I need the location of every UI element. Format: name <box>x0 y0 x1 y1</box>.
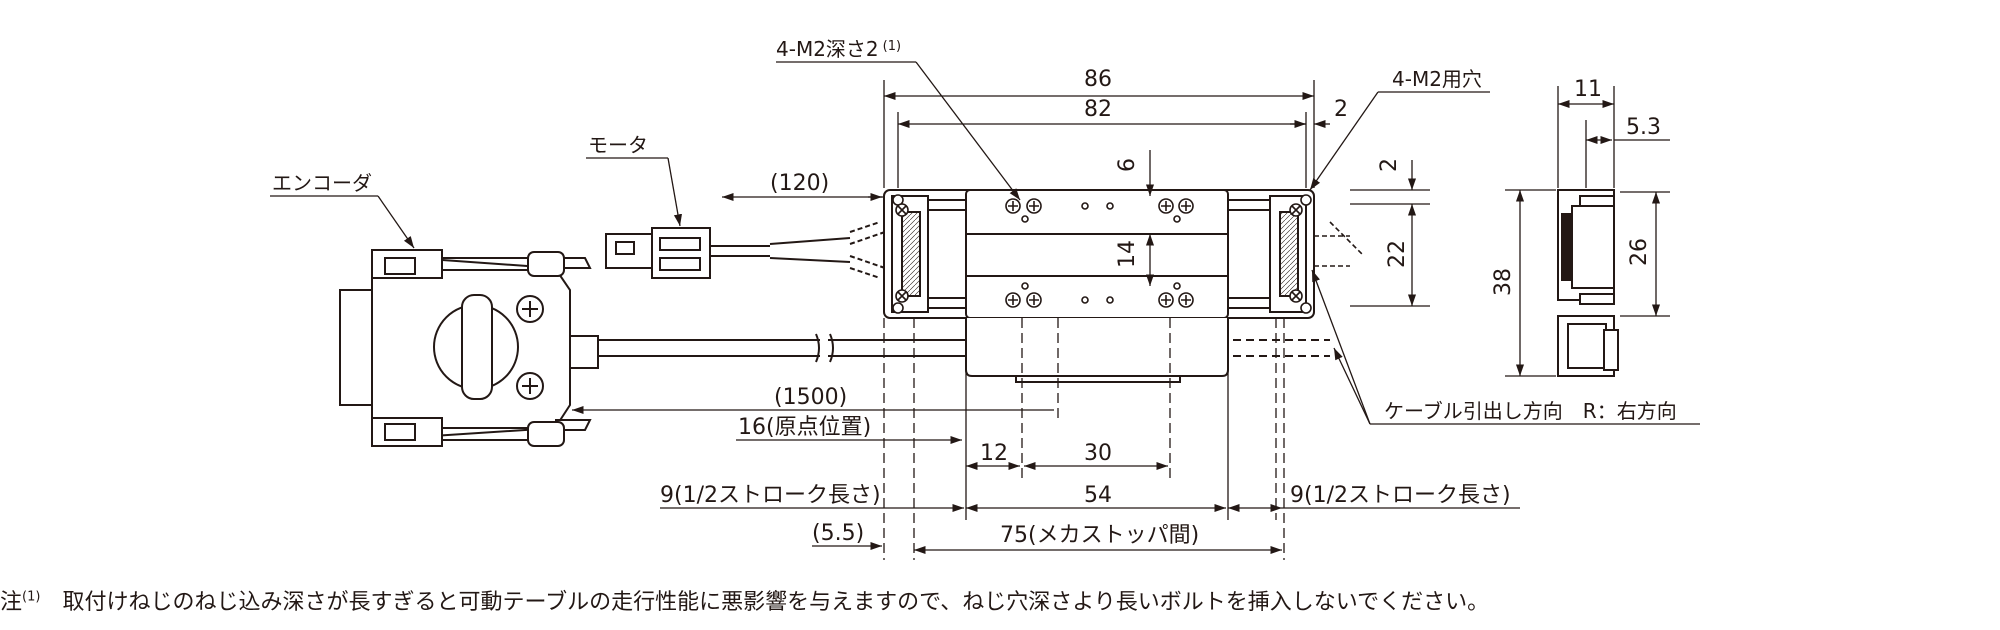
dim-2-top: 2 <box>1334 97 1348 122</box>
dim-75: 75(メカストッパ間) <box>1000 523 1199 548</box>
dim-54: 54 <box>1084 483 1112 508</box>
dim-5-5: (5.5) <box>812 521 864 546</box>
footnote-sup: (1) <box>22 589 41 605</box>
footnote-text: 取付けねじのねじ込み深さが長すぎると可動テーブルの走行性能に悪影響を与えますので… <box>40 590 1490 615</box>
dim-9-right: 9(1/2ストローク長さ) <box>1290 483 1511 508</box>
encoder-label: エンコーダ <box>272 171 372 195</box>
dim-30: 30 <box>1084 441 1112 466</box>
dim-38: 38 <box>1491 268 1516 296</box>
stage-side-view <box>1557 189 1619 377</box>
dim-82: 82 <box>1084 97 1112 122</box>
extension-lines <box>868 80 1670 560</box>
footnote: 注(1) 取付けねじのねじ込み深さが長すぎると可動テーブルの走行性能に悪影響を与… <box>0 584 1489 616</box>
dim-12: 12 <box>980 441 1008 466</box>
dim-120: (120) <box>770 171 829 196</box>
dim-11: 11 <box>1574 77 1602 102</box>
dim-1500: (1500) <box>774 385 847 410</box>
through-hole-label: 4-M2用穴 <box>1392 67 1482 91</box>
motor-label: モータ <box>588 133 648 157</box>
dimension-lines <box>572 91 1670 555</box>
dim-22: 22 <box>1385 240 1410 268</box>
dim-9-left: 9(1/2ストローク長さ) <box>660 483 881 508</box>
leader-lines <box>270 61 1700 425</box>
dim-14: 14 <box>1115 240 1140 268</box>
footnote-prefix: 注 <box>0 590 23 615</box>
dim-86: 86 <box>1084 67 1112 92</box>
dim-26: 26 <box>1627 238 1652 266</box>
dim-2-side: 2 <box>1377 158 1402 172</box>
dim-6: 6 <box>1115 158 1140 172</box>
encoder-connector <box>339 249 599 447</box>
dim-16-origin: 16(原点位置) <box>738 415 871 440</box>
motor-connector <box>605 221 886 279</box>
dim-5-3: 5.3 <box>1626 115 1661 140</box>
hole-label: 4-M2深さ2(1) <box>776 37 901 61</box>
cable-direction-label: ケーブル引出し方向 R：右方向 <box>1384 399 1677 423</box>
stage-top-view <box>883 189 1363 383</box>
